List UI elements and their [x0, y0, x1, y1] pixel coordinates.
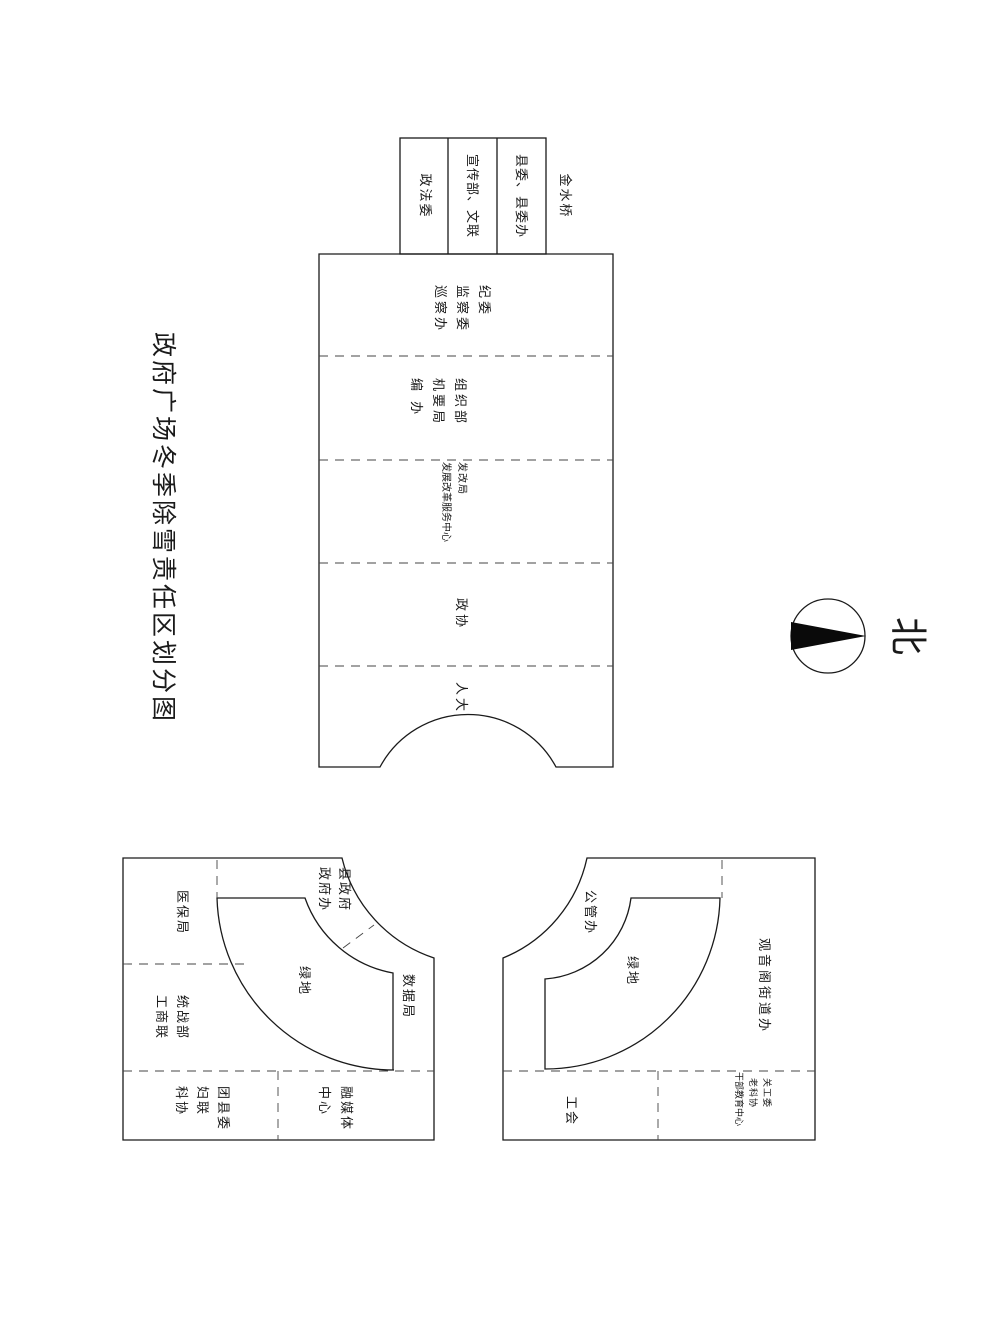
main-block: 纪委 监察委 巡察办 组织部 机要局 编 办 发改局 发展改革服务中心 政协 人… — [318, 253, 614, 768]
zone-label: 团县委 — [215, 1086, 230, 1131]
top-cell-label: 宣传部、文联 — [464, 154, 480, 238]
zone-label: 妇联 — [194, 1086, 210, 1116]
zone-label: 政府办 — [316, 867, 331, 912]
north-compass: 北 — [790, 598, 930, 674]
left-block-outline — [122, 857, 435, 1141]
zone-label: 医保局 — [174, 890, 189, 935]
zone-label: 机要局 — [430, 378, 445, 426]
zone-label: 发展改革服务中心 — [440, 462, 453, 542]
main-block-outline — [318, 253, 614, 768]
zone-label: 统战部 — [174, 995, 189, 1040]
zone-label: 中心 — [316, 1086, 331, 1116]
zone-label: 融媒体 — [338, 1086, 353, 1131]
left-block: 县政府 政府办 绿地 数据局 医保局 统战部 工商联 融媒体 中心 团县委 妇联… — [122, 857, 435, 1141]
zone-label: 绿地 — [624, 956, 639, 986]
zone-label: 纪委 — [476, 285, 491, 317]
compass-arrow — [791, 622, 866, 650]
zone-label: 老科协 — [747, 1078, 759, 1108]
zone-label: 关工委 — [761, 1078, 773, 1108]
top-cell-label: 政法委 — [417, 173, 432, 218]
zone-label: 编 办 — [408, 378, 423, 417]
zone-label: 观音阁街道办 — [756, 938, 772, 1034]
zone-label: 巡察办 — [432, 285, 447, 333]
bridge-label: 金水桥 — [557, 173, 573, 218]
north-label: 北 — [886, 617, 930, 655]
zone-label: 工商联 — [153, 995, 168, 1040]
zone-label: 人大 — [453, 682, 468, 714]
zone-label: 政协 — [453, 598, 468, 630]
top-cell-label: 县委、县委办 — [513, 154, 528, 238]
right-block: 公管办 绿地 观音阁街道办 工会 关工委 老科协 干部教育中心 — [502, 857, 816, 1141]
zone-label: 发改局 — [456, 462, 469, 495]
zone-label: 组织部 — [452, 378, 467, 426]
zone-label: 绿地 — [296, 966, 311, 996]
zone-label: 工会 — [563, 1096, 578, 1126]
zone-label: 数据局 — [400, 974, 415, 1019]
zone-label: 干部教育中心 — [733, 1072, 745, 1126]
zone-label: 县政府 — [336, 867, 351, 912]
top-strip: 金水桥 县委、县委办 宣传部、文联 政法委 — [399, 137, 573, 255]
zone-label: 科协 — [173, 1086, 188, 1116]
right-block-outline — [502, 857, 816, 1141]
diagram-title: 政府广场冬季除雪责任区划分图 — [149, 332, 178, 724]
right-green-area — [544, 897, 721, 1070]
left-green-area — [216, 897, 395, 1071]
zone-label: 监察委 — [454, 285, 469, 333]
zone-label: 公管办 — [582, 890, 597, 935]
